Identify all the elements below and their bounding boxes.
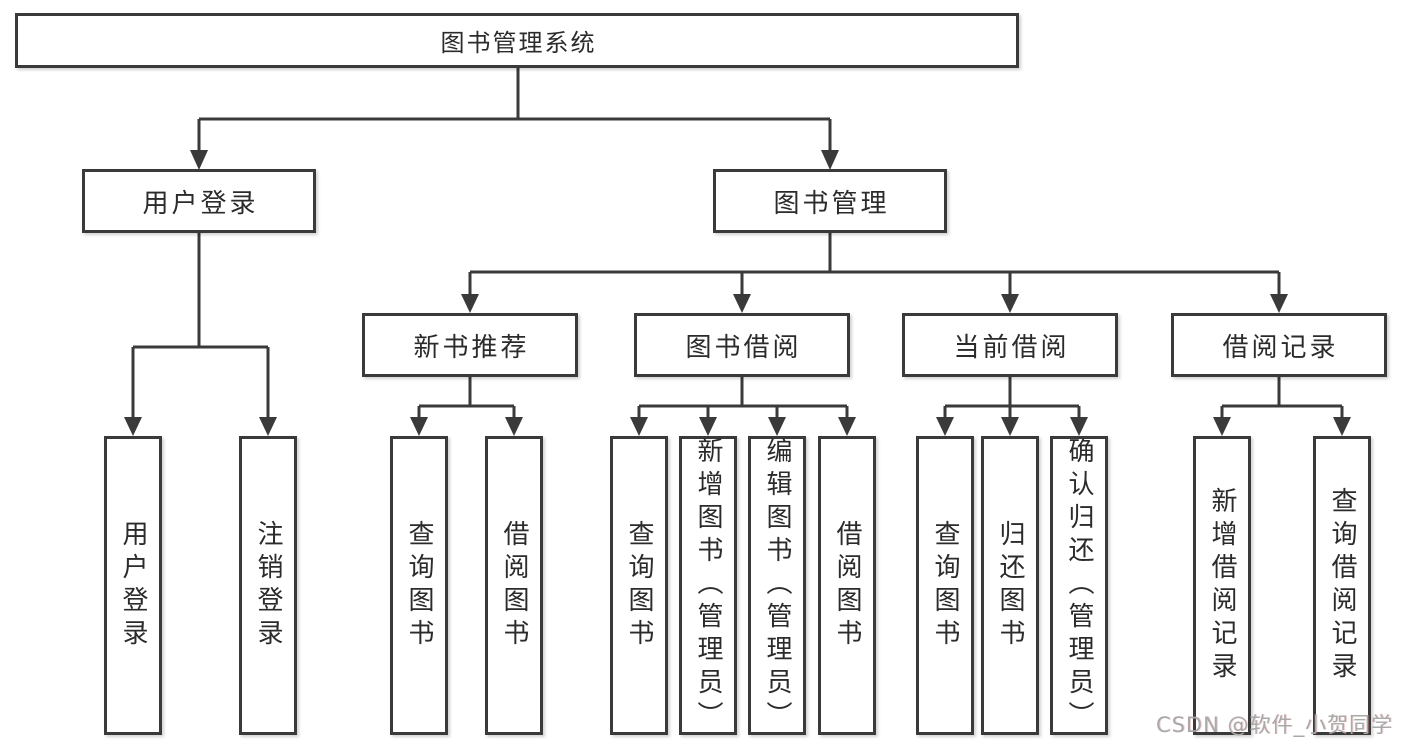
node-user-login: 用户登录 (82, 169, 316, 233)
leaf-label: 借阅图书 (832, 519, 862, 652)
leaf-label: 确认归还（管理员） (1064, 437, 1094, 734)
leaf-query-borrow-record: 查询借阅记录 (1313, 436, 1371, 735)
node-label: 图书借阅 (685, 332, 802, 363)
node-book-management: 图书管理 (713, 169, 947, 233)
leaf-query-books-borrow: 查询图书 (610, 436, 668, 735)
leaf-label: 用户登录 (118, 519, 148, 652)
node-current-borrowing: 当前借阅 (902, 313, 1118, 377)
leaf-confirm-return-admin: 确认归还（管理员） (1050, 436, 1108, 735)
node-label: 图书管理 (773, 188, 890, 219)
leaf-return-books: 归还图书 (981, 436, 1039, 735)
leaf-label: 注销登录 (253, 519, 283, 652)
leaf-borrow-books-recommend: 借阅图书 (485, 436, 543, 735)
csdn-watermark: CSDN @软件_小贺同学 (1155, 713, 1393, 737)
node-library-management-system: 图书管理系统 (15, 13, 1019, 68)
leaf-label: 查询借阅记录 (1327, 486, 1357, 685)
node-label: 新书推荐 (413, 332, 530, 363)
leaf-label: 查询图书 (404, 519, 434, 652)
leaf-label: 归还图书 (995, 519, 1025, 652)
leaf-logout: 注销登录 (239, 436, 297, 735)
leaf-label: 借阅图书 (499, 519, 529, 652)
leaf-label: 新增图书（管理员） (693, 437, 723, 734)
leaf-add-borrow-record: 新增借阅记录 (1193, 436, 1251, 735)
leaf-borrow-books: 借阅图书 (818, 436, 876, 735)
leaf-query-books-recommend: 查询图书 (390, 436, 448, 735)
leaf-query-books-current: 查询图书 (916, 436, 974, 735)
node-new-book-recommendation: 新书推荐 (362, 313, 578, 377)
node-label: 借阅记录 (1222, 332, 1339, 363)
arrowheads (124, 150, 1351, 436)
leaf-label: 查询图书 (930, 519, 960, 652)
leaf-add-book-admin: 新增图书（管理员） (679, 436, 737, 735)
node-label: 当前借阅 (953, 332, 1070, 363)
leaf-label: 新增借阅记录 (1207, 486, 1237, 685)
leaf-label: 编辑图书（管理员） (762, 437, 792, 734)
leaf-edit-book-admin: 编辑图书（管理员） (748, 436, 806, 735)
node-book-borrowing: 图书借阅 (634, 313, 850, 377)
leaf-user-login: 用户登录 (104, 436, 162, 735)
node-label: 图书管理系统 (440, 29, 597, 57)
node-borrowing-records: 借阅记录 (1171, 313, 1387, 377)
node-label: 用户登录 (142, 188, 259, 219)
leaf-label: 查询图书 (624, 519, 654, 652)
